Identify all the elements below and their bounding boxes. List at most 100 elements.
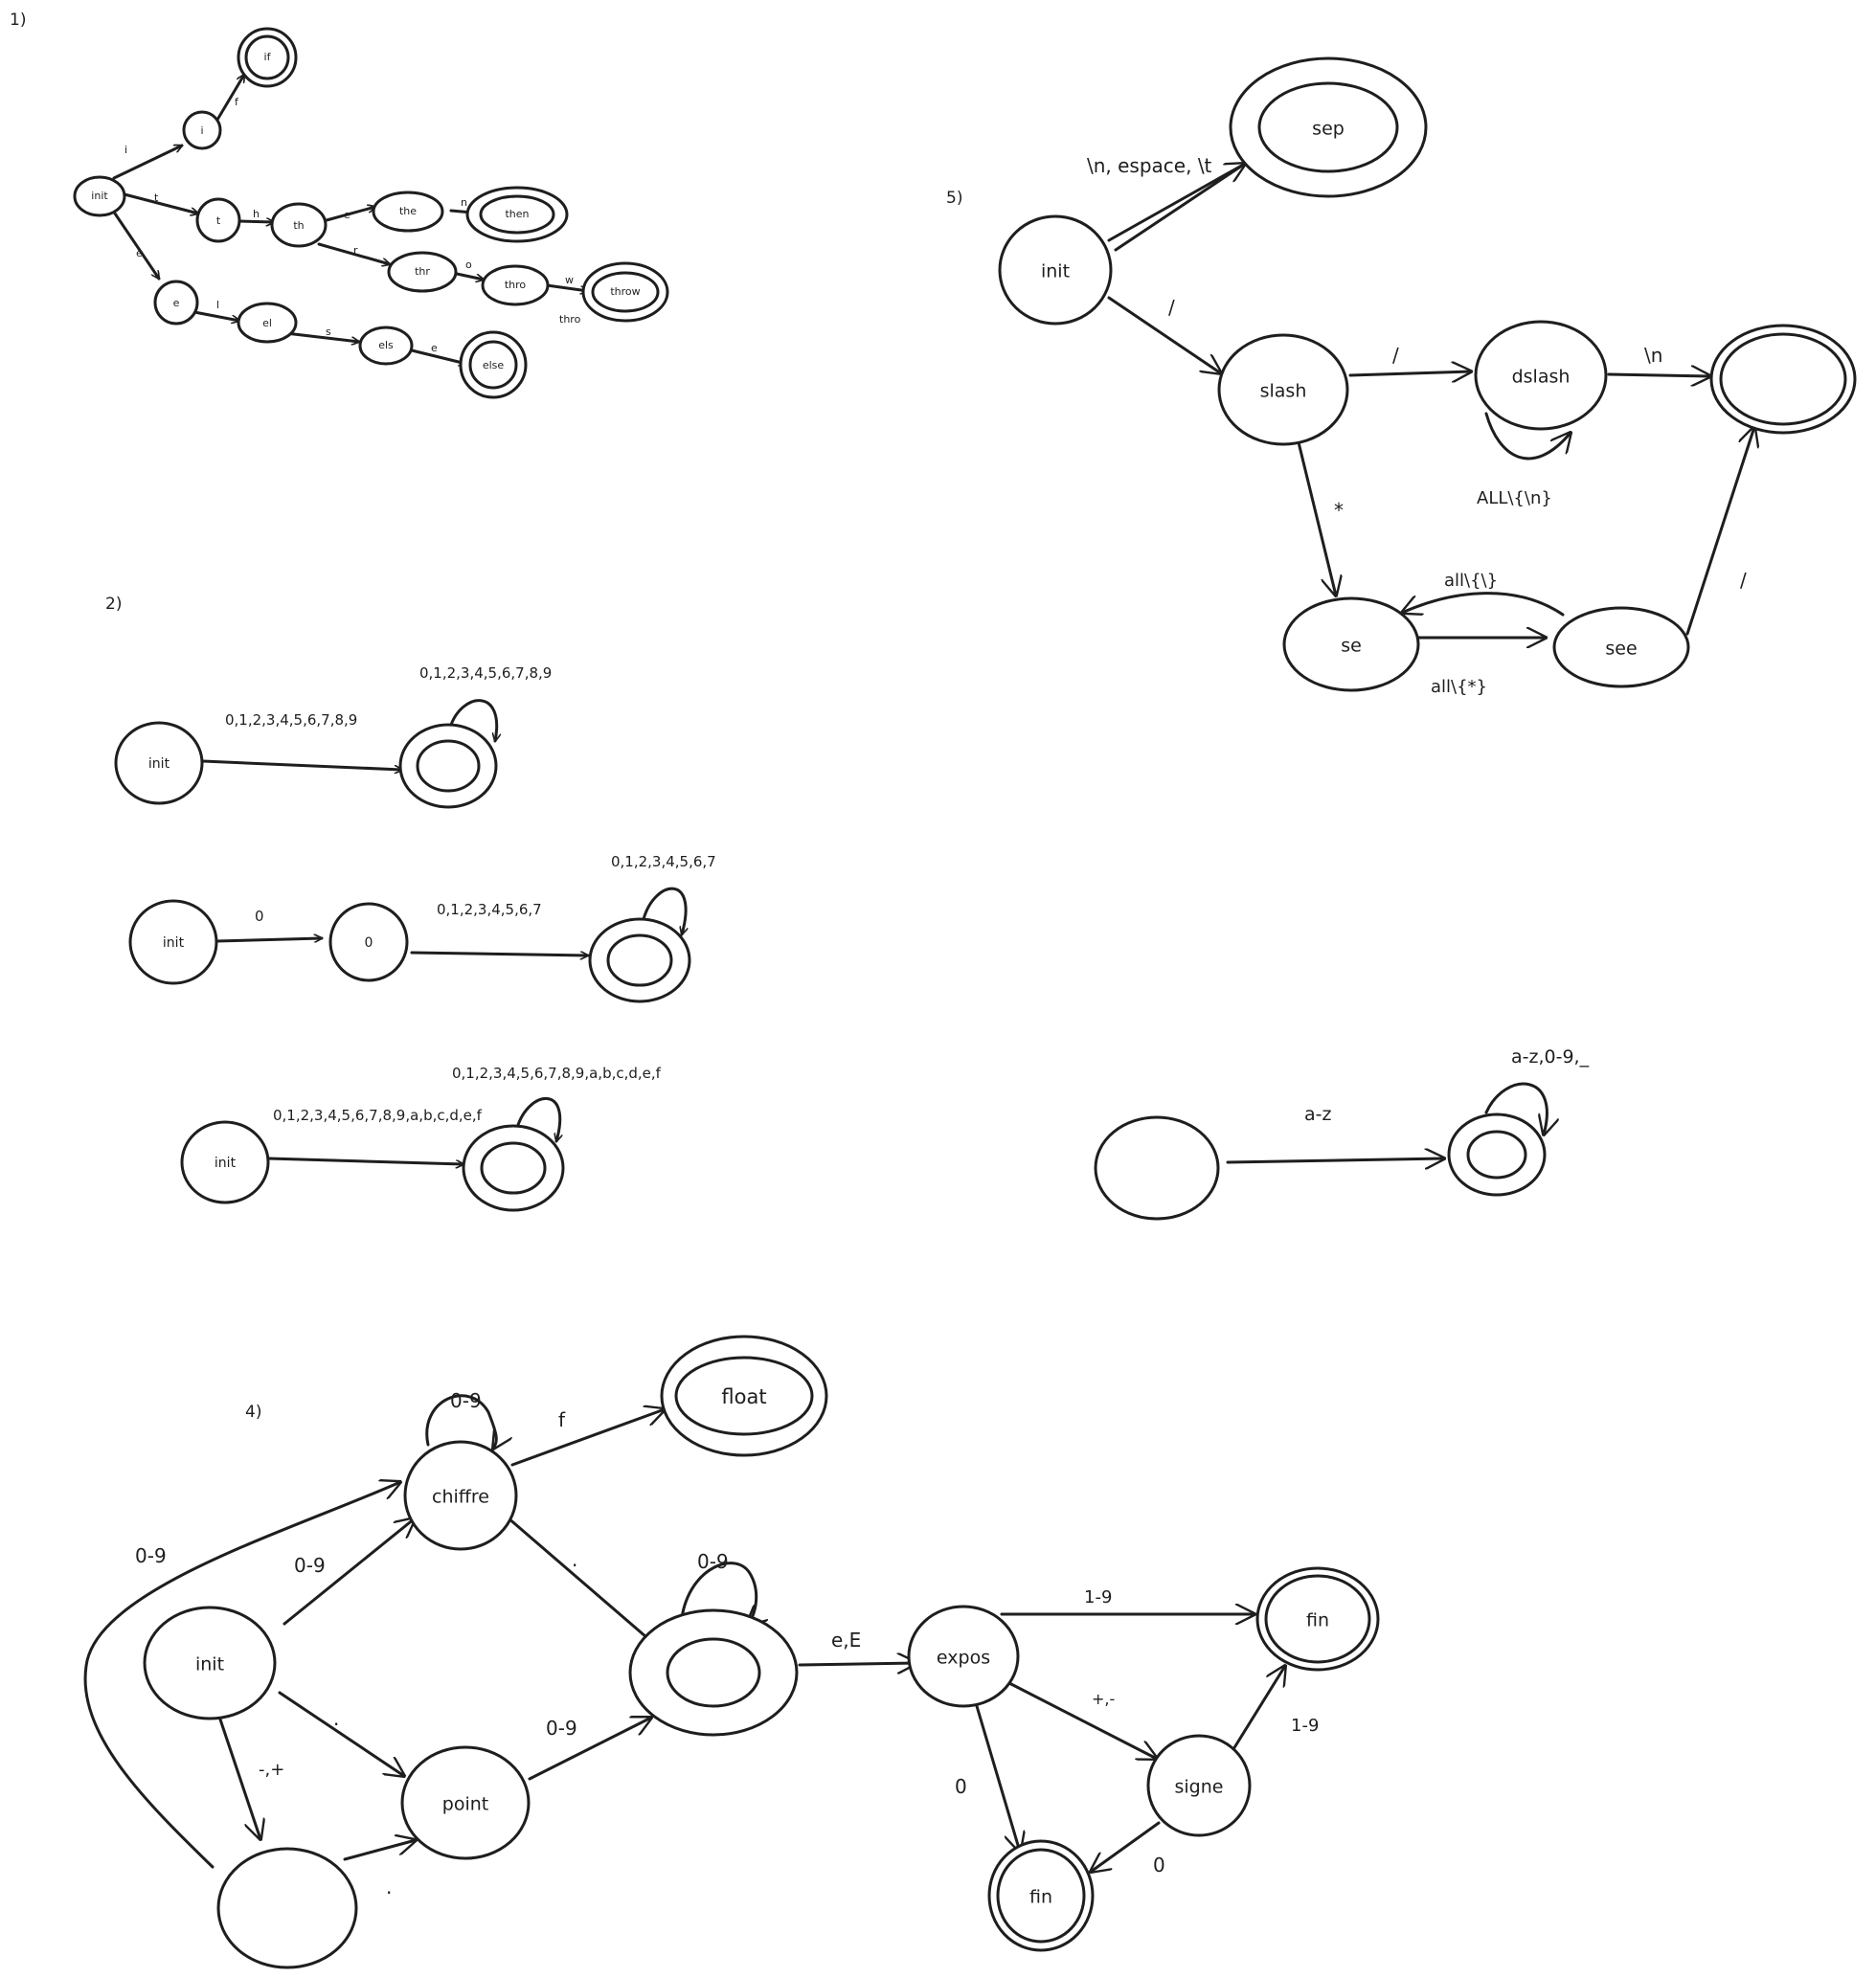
state-5-dslash: dslash <box>1474 320 1608 431</box>
svg-text:se: se <box>1341 636 1362 657</box>
svg-text:if: if <box>264 51 272 63</box>
svg-text:thro: thro <box>505 279 527 291</box>
state-2b-final <box>588 917 691 1003</box>
edge-label-4-sign-point: . <box>386 1876 392 1899</box>
diagram-1: 1) i f t h e n r o w e l s e thro init <box>10 11 669 399</box>
edge-th-thr <box>317 242 390 264</box>
edge-label-5-se-see: all\{*} <box>1431 677 1487 697</box>
edge-label-6-main: a-z <box>1304 1104 1331 1125</box>
svg-text:thr: thr <box>415 265 430 278</box>
svg-text:else: else <box>483 359 505 371</box>
svg-text:point: point <box>442 1794 488 1815</box>
edge-label-4-dec-loop: 0-9 <box>697 1550 729 1573</box>
edge-5-dslash-loop <box>1484 412 1571 461</box>
svg-text:init: init <box>195 1654 224 1675</box>
edge-4-dec-expos <box>798 1663 916 1665</box>
edge-label-h: h <box>253 208 260 220</box>
state-t: t <box>195 197 241 243</box>
diagram-6-identifier: a-z a-z,0-9,_ <box>1094 1046 1590 1221</box>
edge-label-4-signe-fin1: 1-9 <box>1291 1716 1319 1736</box>
diagram-5-comments: 5) \n, espace, \t / / \n ALL\{\n} * all\… <box>946 56 1857 697</box>
edge-2a-loop <box>448 699 497 741</box>
edge-4-chiffre-float <box>510 1409 665 1467</box>
edge-label-o: o <box>465 258 472 271</box>
svg-text:init: init <box>1041 261 1070 282</box>
svg-text:throw: throw <box>610 285 640 298</box>
svg-text:float: float <box>721 1385 766 1408</box>
state-4-fin2-final: fin <box>987 1839 1095 1952</box>
svg-text:fin: fin <box>1029 1887 1052 1908</box>
svg-text:init: init <box>91 190 108 202</box>
state-i: i <box>182 110 222 150</box>
edge-label-2b-loop: 0,1,2,3,4,5,6,7 <box>611 853 716 870</box>
section-label-5: 5) <box>946 189 962 208</box>
state-if-final: if <box>237 27 298 88</box>
edge-2b-first <box>215 938 324 941</box>
edge-4-signe-fin2 <box>1091 1821 1161 1872</box>
edge-label-e-init: e <box>136 247 143 259</box>
state-2c-final <box>462 1124 565 1212</box>
svg-text:dslash: dslash <box>1512 367 1571 388</box>
svg-text:t: t <box>216 214 221 227</box>
edge-label-4-point-dec: 0-9 <box>546 1717 577 1740</box>
edge-label-5-dslash-final: \n <box>1644 344 1662 367</box>
edge-label-4-expos-fin2: 0 <box>955 1775 967 1798</box>
edge-label-4-chiffre-dec: . <box>572 1548 577 1571</box>
edge-label-5-slash-se: * <box>1334 499 1344 522</box>
svg-text:signe: signe <box>1175 1777 1224 1798</box>
svg-text:el: el <box>262 317 272 329</box>
edge-label-n: n <box>461 196 467 209</box>
edge-2c-loop <box>515 1096 560 1141</box>
edge-label-5-init-sep: \n, espace, \t <box>1087 154 1212 177</box>
edge-label-s: s <box>326 326 331 338</box>
edge-4-dec-loop <box>680 1562 757 1625</box>
edge-init-i <box>112 144 182 180</box>
state-5-see: see <box>1552 606 1690 688</box>
edge-label-4-init-sign: -,+ <box>259 1760 284 1780</box>
state-4-sign <box>216 1847 358 1969</box>
svg-text:slash: slash <box>1260 381 1307 402</box>
diagram-2b-octal: 0 0,1,2,3,4,5,6,7 0,1,2,3,4,5,6,7 init 0 <box>128 853 716 1003</box>
edge-label-2c-main: 0,1,2,3,4,5,6,7,8,9,a,b,c,d,e,f <box>273 1107 483 1124</box>
edge-init-t <box>123 192 198 214</box>
edge-label-4-expos-fin1: 1-9 <box>1084 1587 1112 1607</box>
state-e: e <box>153 280 199 326</box>
state-thr: thr <box>387 251 458 293</box>
edge-4-expos-fin2 <box>975 1704 1020 1852</box>
state-4-fin1-final: fin <box>1255 1566 1380 1672</box>
svg-text:e: e <box>173 297 180 309</box>
edge-4-init-point <box>278 1691 404 1776</box>
state-4-float-final: float <box>660 1335 828 1457</box>
edge-label-2b-main: 0,1,2,3,4,5,6,7 <box>437 901 542 918</box>
edge-label-e-else: e <box>431 342 438 354</box>
state-4-signe: signe <box>1146 1734 1252 1837</box>
state-the: the <box>372 191 444 233</box>
edge-label-5-see-final: / <box>1740 569 1747 592</box>
state-2a-init: init <box>114 721 204 805</box>
edge-6-main <box>1226 1158 1444 1162</box>
edge-label-4-chiffre-float: f <box>558 1408 566 1431</box>
state-el: el <box>237 302 298 344</box>
diagram-2: 2) 0,1,2,3,4,5,6,7,8,9 0,1,2,3,4,5,6,7,8… <box>105 595 716 1212</box>
state-then-final: then <box>465 186 569 243</box>
state-5-se: se <box>1282 596 1420 692</box>
diagram-2a-decimal: 0,1,2,3,4,5,6,7,8,9 0,1,2,3,4,5,6,7,8,9 … <box>114 664 552 809</box>
edge-4-expos-signe <box>1006 1680 1157 1759</box>
state-4-init: init <box>143 1606 277 1720</box>
edge-5-slash-se <box>1297 440 1336 596</box>
state-throw-final: throw <box>581 261 669 323</box>
state-5-slash: slash <box>1217 333 1349 446</box>
state-4-point: point <box>400 1745 531 1860</box>
state-init: init <box>73 175 126 217</box>
edge-5-dslash-final <box>1607 374 1710 376</box>
edge-label-4-sign-chiffre: 0-9 <box>135 1544 167 1567</box>
edge-label-f: f <box>235 96 239 108</box>
svg-text:th: th <box>293 219 304 232</box>
edge-5-see-final <box>1685 427 1754 636</box>
edge-label-r: r <box>353 244 358 257</box>
svg-text:chiffre: chiffre <box>432 1487 489 1508</box>
state-th: th <box>270 202 328 248</box>
edge-label-5-slash-dslash: / <box>1392 344 1399 367</box>
edge-5-init-sep <box>1107 164 1245 242</box>
edge-label-i: i <box>124 144 127 156</box>
